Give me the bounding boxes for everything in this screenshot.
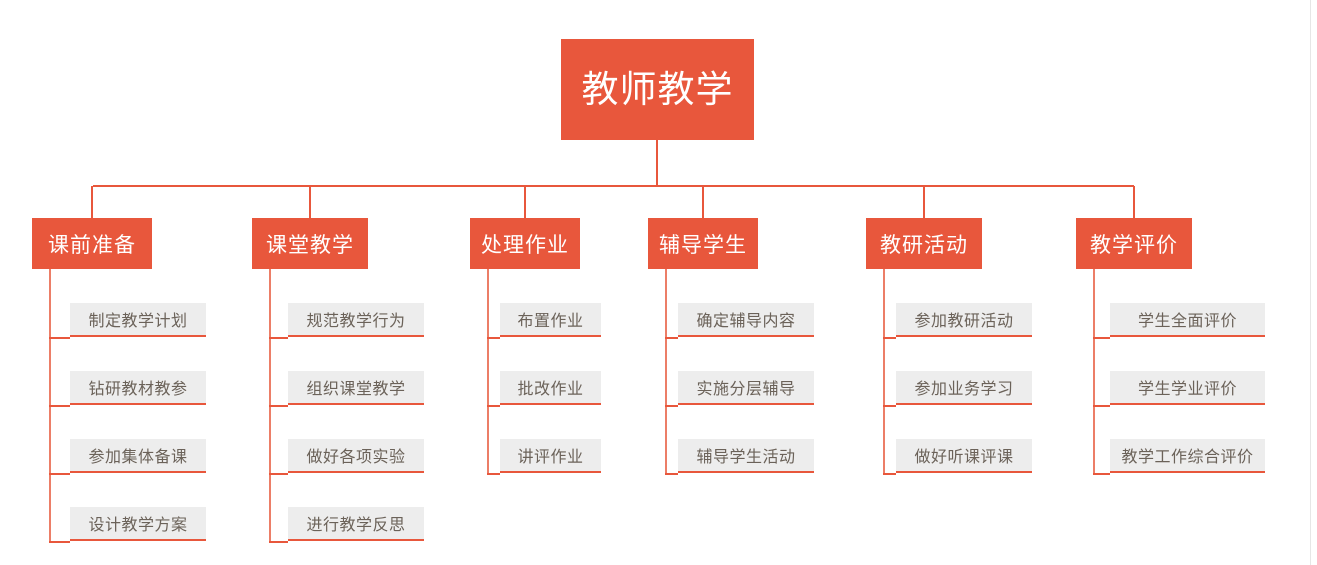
root-stem-connector	[656, 140, 658, 186]
page-divider	[1310, 0, 1311, 565]
leaf-tick-connector	[665, 473, 678, 475]
branch-trunk-connector	[883, 269, 885, 475]
branch-node-3[interactable]: 处理作业	[470, 218, 580, 269]
leaf-node-6-3[interactable]: 教学工作综合评价	[1110, 439, 1265, 473]
leaf-node-4-1[interactable]: 确定辅导内容	[678, 303, 814, 337]
leaf-node-3-1[interactable]: 布置作业	[500, 303, 601, 337]
leaf-node-2-1[interactable]: 规范教学行为	[288, 303, 424, 337]
leaf-node-5-1[interactable]: 参加教研活动	[896, 303, 1032, 337]
leaf-tick-connector	[269, 473, 288, 475]
branch-stem-connector	[923, 186, 925, 219]
leaf-tick-connector	[487, 405, 500, 407]
leaf-node-1-2[interactable]: 钻研教材教参	[70, 371, 206, 405]
leaf-node-4-2[interactable]: 实施分层辅导	[678, 371, 814, 405]
branch-trunk-connector	[665, 269, 667, 475]
leaf-node-2-4[interactable]: 进行教学反思	[288, 507, 424, 541]
leaf-tick-connector	[665, 337, 678, 339]
root-node-teacher-teaching[interactable]: 教师教学	[561, 39, 754, 140]
branch-stem-connector	[1133, 186, 1135, 219]
branch-trunk-connector	[487, 269, 489, 475]
leaf-tick-connector	[1093, 405, 1110, 407]
leaf-node-1-1[interactable]: 制定教学计划	[70, 303, 206, 337]
leaf-tick-connector	[269, 541, 288, 543]
leaf-node-2-2[interactable]: 组织课堂教学	[288, 371, 424, 405]
leaf-tick-connector	[49, 473, 70, 475]
leaf-node-2-3[interactable]: 做好各项实验	[288, 439, 424, 473]
leaf-node-4-3[interactable]: 辅导学生活动	[678, 439, 814, 473]
leaf-node-6-1[interactable]: 学生全面评价	[1110, 303, 1265, 337]
branch-stem-connector	[91, 186, 93, 219]
leaf-node-6-2[interactable]: 学生学业评价	[1110, 371, 1265, 405]
leaf-tick-connector	[269, 405, 288, 407]
leaf-node-1-4[interactable]: 设计教学方案	[70, 507, 206, 541]
leaf-node-3-3[interactable]: 讲评作业	[500, 439, 601, 473]
leaf-tick-connector	[269, 337, 288, 339]
leaf-node-5-2[interactable]: 参加业务学习	[896, 371, 1032, 405]
leaf-tick-connector	[883, 473, 896, 475]
leaf-tick-connector	[49, 405, 70, 407]
branch-node-5[interactable]: 教研活动	[866, 218, 982, 269]
leaf-tick-connector	[49, 337, 70, 339]
branch-stem-connector	[702, 186, 704, 219]
branch-node-6[interactable]: 教学评价	[1076, 218, 1192, 269]
branch-node-2[interactable]: 课堂教学	[252, 218, 368, 269]
leaf-tick-connector	[883, 337, 896, 339]
distribution-bus-connector	[93, 185, 1134, 187]
leaf-tick-connector	[665, 405, 678, 407]
leaf-tick-connector	[49, 541, 70, 543]
leaf-tick-connector	[487, 337, 500, 339]
branch-trunk-connector	[1093, 269, 1095, 475]
branch-stem-connector	[524, 186, 526, 219]
branch-node-1[interactable]: 课前准备	[32, 218, 152, 269]
leaf-tick-connector	[1093, 337, 1110, 339]
leaf-node-5-3[interactable]: 做好听课评课	[896, 439, 1032, 473]
leaf-tick-connector	[883, 405, 896, 407]
leaf-tick-connector	[487, 473, 500, 475]
leaf-tick-connector	[1093, 473, 1110, 475]
branch-node-4[interactable]: 辅导学生	[648, 218, 758, 269]
leaf-node-3-2[interactable]: 批改作业	[500, 371, 601, 405]
branch-stem-connector	[309, 186, 311, 219]
leaf-node-1-3[interactable]: 参加集体备课	[70, 439, 206, 473]
